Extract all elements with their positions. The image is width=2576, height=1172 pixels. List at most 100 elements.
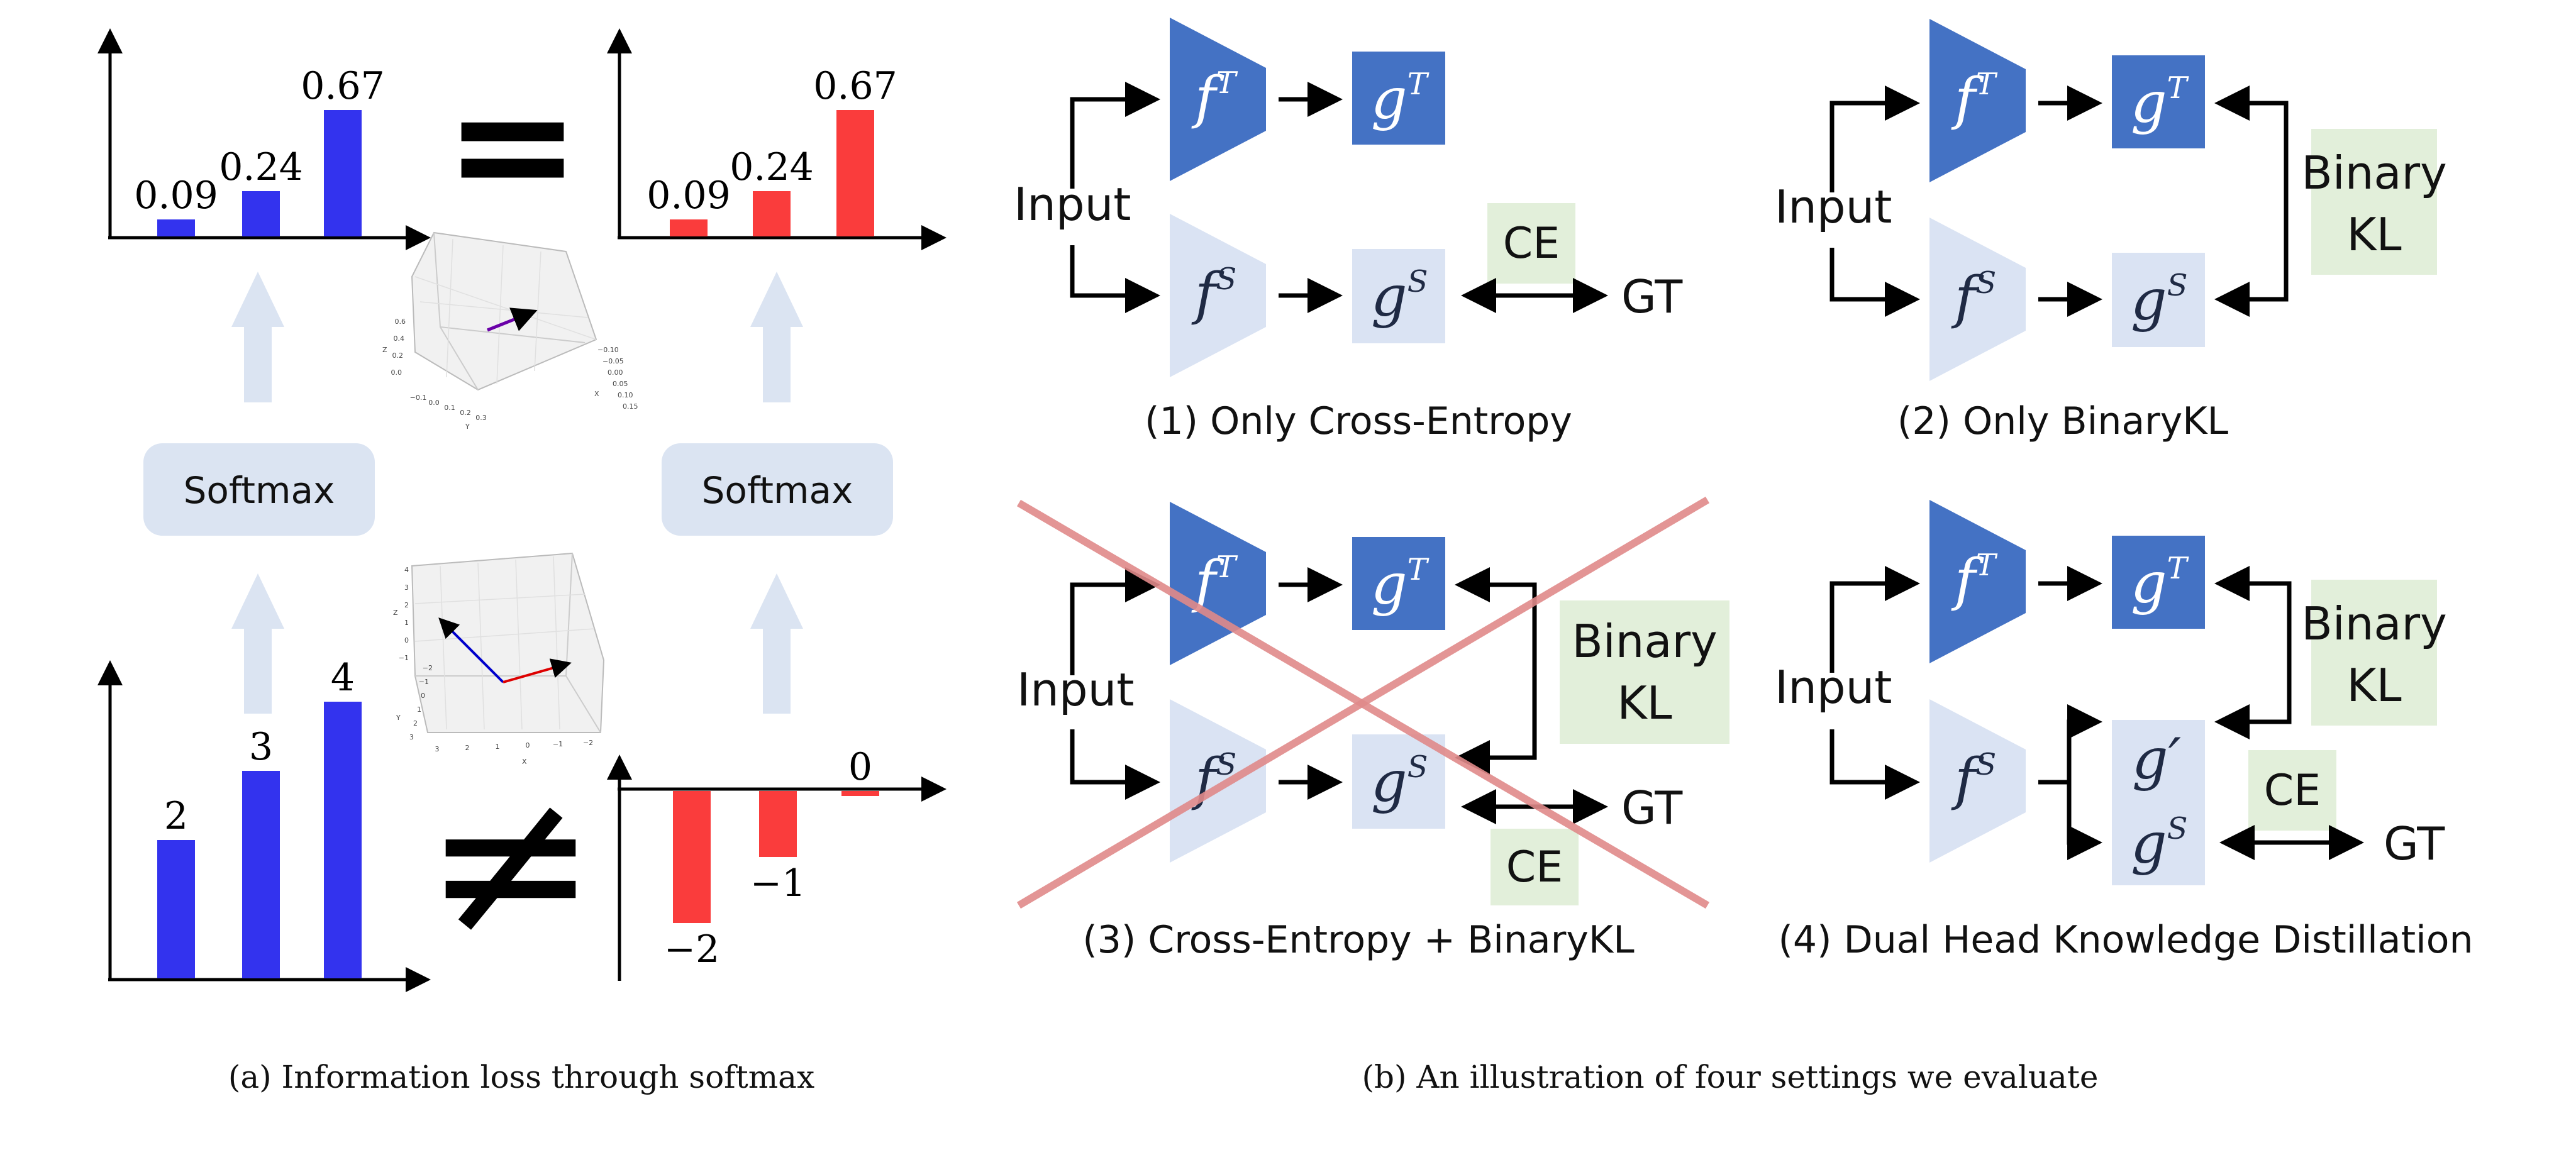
bar <box>324 110 362 236</box>
bar <box>841 791 879 796</box>
svg-text:Binary: Binary <box>1572 615 1717 668</box>
setting-2-only-binarykl: fT fS gT gS Input Binary KL (2) Only Bin… <box>1775 19 2447 443</box>
teacher-head <box>2112 536 2205 629</box>
tick-label: 0.2 <box>392 351 404 360</box>
z-ticks: 0.6 0.4 0.2 0.0 <box>391 318 406 377</box>
bar-value-label: 0.24 <box>219 145 303 189</box>
gprime-head <box>2112 720 2205 800</box>
up-arrow-bottom-right <box>750 573 803 714</box>
vector <box>487 307 538 332</box>
bars: 234 <box>157 656 362 978</box>
bar <box>759 791 797 857</box>
tick-label: −2 <box>423 664 433 672</box>
svg-text:Softmax: Softmax <box>184 469 335 512</box>
tick-label: 0.0 <box>428 399 440 407</box>
teacher-backbone <box>1929 19 2026 182</box>
z-label: Z <box>382 346 387 354</box>
vector-red <box>502 658 572 683</box>
tick-label: 3 <box>435 745 440 753</box>
tick-label: 0.05 <box>613 380 628 388</box>
gS-label: gS <box>1371 749 1428 815</box>
student-head <box>1352 249 1445 343</box>
tick-label: 0.00 <box>608 368 623 377</box>
gt-label: GT <box>2384 817 2445 870</box>
fT-label: fT <box>1951 547 1997 613</box>
bar <box>242 771 280 978</box>
tick-label: 0 <box>404 636 409 644</box>
fS-label: fS <box>1951 265 1996 331</box>
setting-title: (4) Dual Head Knowledge Distillation <box>1778 918 2473 962</box>
bar-value-label: −1 <box>750 861 806 905</box>
student-head <box>1352 734 1445 829</box>
setting-title: (1) Only Cross-Entropy <box>1145 399 1572 443</box>
tick-label: 0 <box>526 741 530 749</box>
svg-text:Binary: Binary <box>2301 597 2446 650</box>
svg-text:Softmax: Softmax <box>702 469 853 512</box>
tick-label: −1 <box>553 740 563 748</box>
bar-value-label: 0.24 <box>730 145 814 189</box>
ce-box <box>1491 829 1579 905</box>
bar <box>670 219 708 236</box>
bar-value-label: 0.67 <box>813 64 897 108</box>
bars: −2−10 <box>664 745 879 971</box>
ce-box <box>2248 750 2336 831</box>
tick-label: 1 <box>417 705 421 714</box>
student-backbone <box>1170 699 1266 863</box>
binarykl-box <box>2311 129 2437 275</box>
tick-label: 1 <box>496 743 500 751</box>
teacher-head <box>2112 55 2205 148</box>
bar <box>157 840 195 978</box>
svg-text:KL: KL <box>2346 659 2401 712</box>
svg-text:CE: CE <box>2264 766 2321 815</box>
student-head-gs <box>2112 800 2205 885</box>
teacher-backbone <box>1929 500 2026 663</box>
z-label: Z <box>393 609 398 617</box>
tick-label: −1 <box>399 654 409 662</box>
gS-label: gS <box>1371 263 1428 329</box>
top-left-prob-chart: 0.090.240.67 <box>97 28 431 250</box>
tick-label: 0.0 <box>391 368 402 377</box>
bar <box>836 110 874 236</box>
gT-label: gT <box>1371 551 1430 617</box>
bar-value-label: 0.09 <box>647 174 731 218</box>
binarykl-box <box>1560 600 1729 744</box>
bar <box>157 219 195 236</box>
tick-label: 0.15 <box>623 402 638 411</box>
setting-4-dual-head-kd: fT fS gT g′ gS Input Binary KL CE GT (4)… <box>1775 500 2473 962</box>
tick-label: 2 <box>413 719 418 727</box>
x-label: X <box>594 390 599 398</box>
tick-label: 1 <box>404 619 409 627</box>
svg-text:CE: CE <box>1506 843 1563 892</box>
up-arrow-top-right <box>750 272 803 402</box>
top-right-prob-chart: 0.090.24 0.67 <box>607 28 947 250</box>
bar <box>753 191 791 236</box>
y-ticks: −0.10.00.10.20.3 <box>410 394 487 422</box>
tick-label: 0.4 <box>394 334 405 343</box>
tick-label: −0.05 <box>602 357 624 365</box>
gprime-label: g′ <box>2132 726 2181 792</box>
ce-box <box>1487 203 1575 284</box>
bar-value-label: 4 <box>331 656 355 700</box>
teacher-head <box>1352 537 1445 630</box>
bottom-left-logit-chart: 234 <box>97 656 431 992</box>
student-backbone <box>1929 699 2026 863</box>
gS-label: gS <box>2131 267 2188 333</box>
bars: 0.090.240.67 <box>134 64 385 236</box>
bar-value-label: −2 <box>664 927 719 971</box>
bar <box>324 702 362 978</box>
gS-label: gS <box>2131 810 2188 876</box>
teacher-backbone <box>1170 502 1266 665</box>
bar-value-label: 2 <box>164 794 188 838</box>
svg-text:KL: KL <box>2346 208 2401 261</box>
tick-label: 0.6 <box>395 318 406 326</box>
tick-label: 2 <box>404 601 409 609</box>
tick-label: −0.1 <box>410 394 427 402</box>
tick-label: 4 <box>404 566 409 574</box>
setting-1-only-cross-entropy: fT fS gT gS Input CE GT (1) Only Cross-E… <box>1014 18 1683 443</box>
caption-b: (b) An illustration of four settings we … <box>1362 1059 2099 1095</box>
teacher-backbone <box>1170 18 1266 181</box>
not-equal-sign: ≠ <box>424 741 598 983</box>
